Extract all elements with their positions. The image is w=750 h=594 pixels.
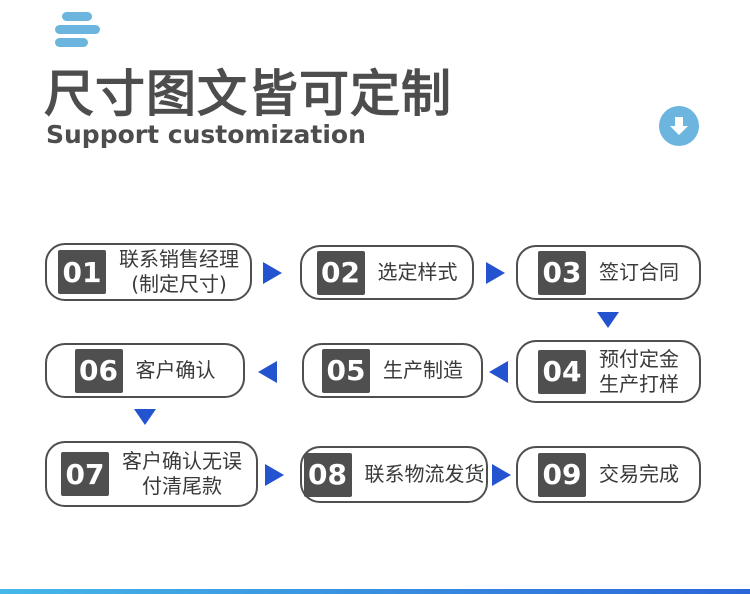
flow-arrow-left-icon (258, 361, 277, 383)
bottom-accent-bar (0, 589, 750, 594)
step-box-06: 06 客户确认 (45, 343, 245, 398)
step-box-07: 07 客户确认无误 付清尾款 (45, 441, 258, 507)
step-label: 签订合同 (599, 260, 679, 284)
step-number-badge: 09 (538, 452, 586, 497)
step-box-01: 01 联系销售经理 (制定尺寸) (45, 243, 252, 301)
down-arrow-stem (675, 117, 683, 126)
page-subtitle: Support customization (46, 120, 366, 149)
step-box-09: 09 交易完成 (516, 446, 701, 503)
flow-arrow-down-icon (134, 409, 156, 425)
down-arrow-head (670, 126, 688, 135)
flow-arrow-right-icon (492, 464, 511, 486)
step-box-08: 08 联系物流发货 (300, 446, 488, 503)
menu-bar-middle (55, 25, 100, 34)
flow-arrow-right-icon (486, 262, 505, 284)
page-title: 尺寸图文皆可定制 (44, 65, 452, 123)
step-box-02: 02 选定样式 (300, 245, 474, 300)
step-label: 联系销售经理 (制定尺寸) (119, 247, 239, 296)
step-label: 预付定金 生产打样 (599, 346, 679, 396)
step-number-badge: 07 (61, 452, 109, 496)
flow-arrow-left-icon (489, 361, 508, 383)
step-box-03: 03 签订合同 (516, 245, 701, 300)
menu-bar-bottom (55, 38, 88, 47)
flow-arrow-right-icon (263, 262, 282, 284)
step-number-badge: 08 (303, 452, 352, 497)
step-label: 联系物流发货 (364, 462, 485, 486)
down-arrow-circle-icon (659, 106, 699, 146)
step-number-badge: 03 (538, 250, 586, 295)
step-number-badge: 01 (58, 250, 106, 294)
step-box-05: 05 生产制造 (302, 343, 483, 398)
menu-bar-top (62, 12, 92, 21)
step-number-badge: 04 (538, 349, 586, 394)
step-label: 生产制造 (383, 358, 463, 382)
step-box-04: 04 预付定金 生产打样 (516, 340, 701, 403)
step-label: 客户确认 (135, 358, 216, 382)
step-label: 交易完成 (599, 462, 679, 486)
flow-arrow-right-icon (265, 464, 284, 486)
step-number-badge: 05 (322, 348, 370, 393)
step-label: 选定样式 (377, 260, 458, 284)
step-number-badge: 02 (316, 250, 365, 295)
menu-bars-icon (55, 12, 105, 48)
step-label: 客户确认无误 付清尾款 (122, 449, 242, 498)
flow-arrow-down-icon (597, 312, 619, 328)
step-number-badge: 06 (74, 348, 123, 393)
